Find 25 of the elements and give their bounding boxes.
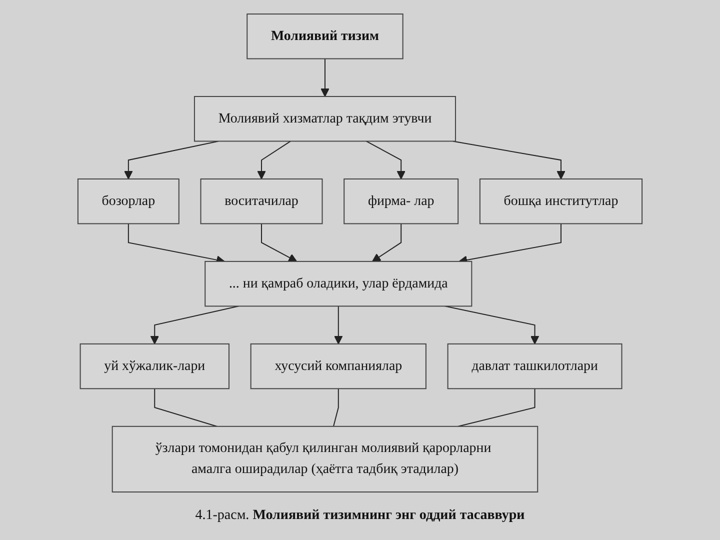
node-box: давлат ташкилотлари — [447, 343, 622, 390]
node-box: Молиявий тизим — [246, 14, 404, 60]
arrow — [444, 306, 540, 344]
arrow — [452, 140, 566, 180]
connector — [458, 388, 536, 427]
arrow — [150, 306, 240, 344]
node-box: ... ни қамраб оладики, улар ёрдамида — [204, 260, 472, 307]
node-box: воситачилар — [200, 178, 323, 224]
arrow — [320, 58, 330, 97]
node-box: бошқа институтлар — [479, 178, 643, 224]
node-box: бозорлар — [77, 178, 180, 224]
figure-caption: 4.1-расм. Молиявий тизимнинг энг оддий тасаввури — [195, 508, 525, 524]
connector — [154, 388, 218, 427]
arrow — [257, 140, 292, 180]
node-box: хусусий компаниялар — [250, 343, 426, 390]
node-box: фирма- лар — [344, 178, 459, 224]
connector — [333, 388, 339, 427]
arrow — [124, 140, 219, 180]
arrow — [334, 306, 343, 344]
arrow — [366, 140, 406, 180]
node-box: ўзлари томонидан қабул қилинган молиявий қарорларни амалга оширадилар (ҳаётга тадбиқ этадилар) — [112, 426, 538, 492]
node-box: Молиявий хизматлар тақдим этувчи — [194, 96, 456, 142]
arrow — [261, 223, 298, 262]
arrow — [372, 223, 402, 262]
node-box: уй хўжалик-лари — [80, 343, 230, 390]
